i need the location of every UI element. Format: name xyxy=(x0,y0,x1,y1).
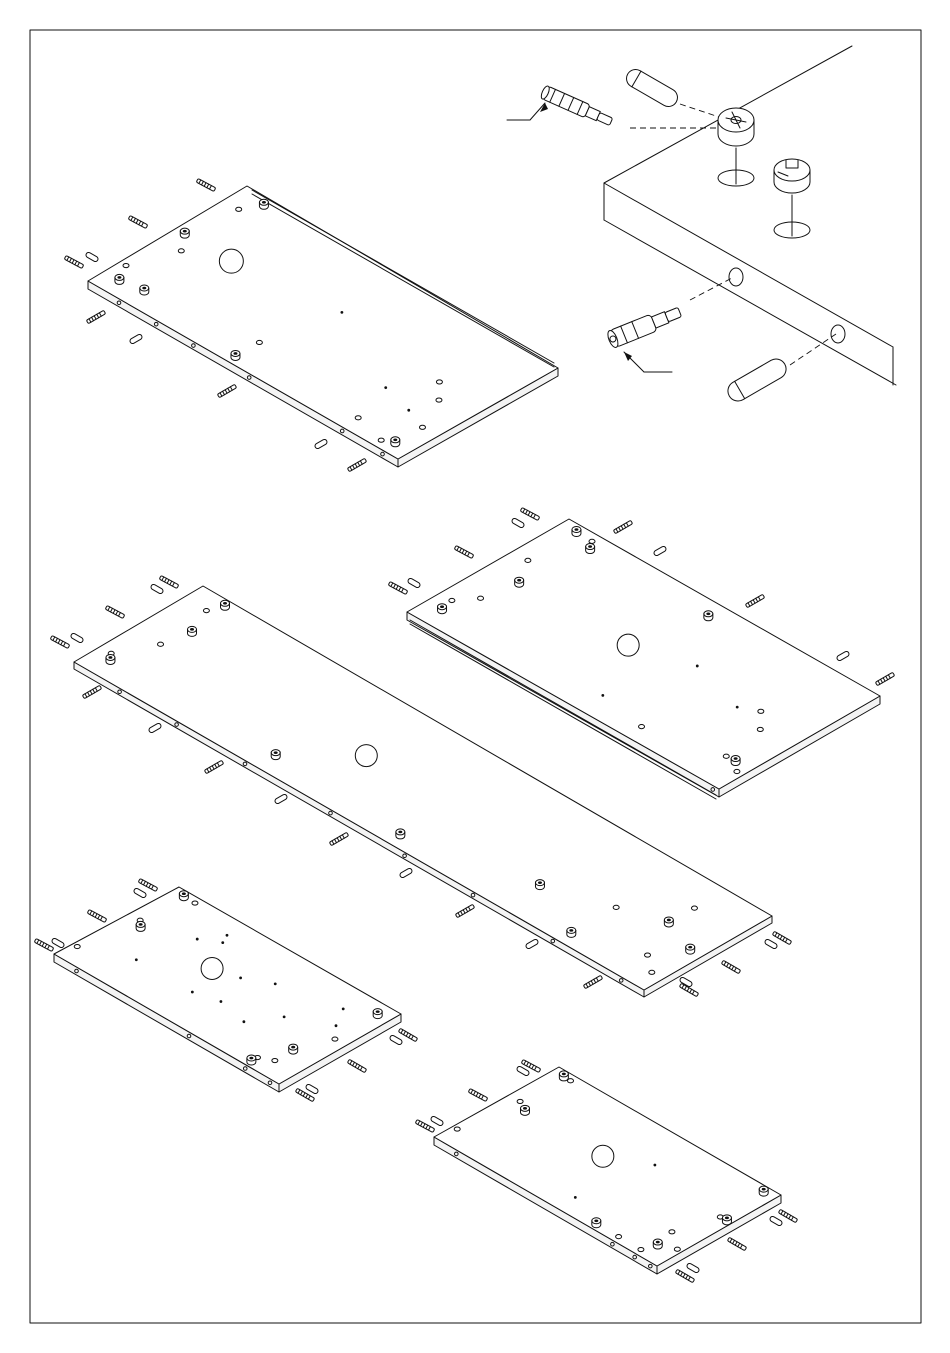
cam-bolt-icon xyxy=(583,975,602,988)
wooden-dowel-icon xyxy=(724,355,789,404)
cam-bolt-icon xyxy=(675,1269,694,1282)
wooden-dowel-icon xyxy=(511,517,525,528)
cam-bolt-icon xyxy=(138,879,158,892)
cam-bolt-icon xyxy=(455,904,474,917)
cam-bolt-icon xyxy=(82,685,101,698)
pilot-hole xyxy=(242,1020,245,1023)
cam-lock-icon xyxy=(774,159,810,193)
cam-bolt-icon xyxy=(613,520,632,533)
pilot-hole xyxy=(653,1164,656,1167)
pilot-hole xyxy=(274,982,277,985)
cam-bolt-icon xyxy=(34,939,54,952)
wooden-dowel-icon xyxy=(274,793,288,804)
cam-bolt-icon xyxy=(772,931,791,944)
cam-bolt-icon xyxy=(540,85,614,128)
wooden-dowel-icon xyxy=(70,632,84,643)
cam-bolt-icon xyxy=(159,576,179,589)
wooden-dowel-icon xyxy=(150,583,164,594)
cam-bolt-icon xyxy=(468,1089,488,1102)
cam-bolt-icon xyxy=(87,910,107,923)
cam-bolt-icon xyxy=(329,832,348,845)
pilot-hole xyxy=(191,991,194,994)
cam-bolt-icon xyxy=(86,310,105,323)
wooden-dowel-icon xyxy=(129,333,143,344)
cam-bolt-icon xyxy=(727,1237,746,1250)
edge-hole xyxy=(831,325,845,343)
pilot-hole xyxy=(283,1015,286,1018)
cam-bolt-icon xyxy=(50,636,70,649)
pilot-hole xyxy=(601,694,604,697)
pilot-hole xyxy=(226,934,229,937)
wooden-dowel-icon xyxy=(314,438,328,449)
shelf-panel-e xyxy=(415,1060,797,1283)
shelf-panel-d xyxy=(34,879,417,1102)
cam-bolt-icon xyxy=(875,672,894,685)
pilot-hole xyxy=(135,958,138,961)
cam-bolt-icon xyxy=(520,508,540,521)
wooden-dowel-icon xyxy=(653,545,667,556)
cam-bolt-icon xyxy=(745,594,764,607)
wooden-dowel-icon xyxy=(623,66,680,110)
wooden-dowel-icon xyxy=(85,251,99,262)
pilot-hole xyxy=(736,706,739,709)
cam-bolt-icon xyxy=(388,582,408,595)
wooden-dowel-icon xyxy=(133,887,147,898)
pilot-hole xyxy=(196,938,199,941)
pilot-hole xyxy=(335,1024,338,1027)
cam-bolt-icon xyxy=(347,458,366,471)
cam-lock-icon xyxy=(718,108,754,146)
cam-bolt-icon xyxy=(217,384,236,397)
wooden-dowel-icon xyxy=(148,722,162,733)
wooden-dowel-icon xyxy=(836,650,850,661)
panels-group xyxy=(34,179,894,1283)
pilot-hole xyxy=(574,1196,577,1199)
cam-bolt-icon xyxy=(454,546,474,559)
pilot-hole xyxy=(696,665,699,668)
wooden-dowel-icon xyxy=(305,1083,319,1094)
wooden-dowel-icon xyxy=(764,938,778,949)
cam-bolt-icon xyxy=(204,760,223,773)
cam-bolt-icon xyxy=(606,304,683,349)
cam-bolt-icon xyxy=(128,216,148,229)
wooden-dowel-icon xyxy=(525,938,539,949)
wooden-dowel-icon xyxy=(399,867,413,878)
pilot-hole xyxy=(221,941,224,944)
wooden-dowel-icon xyxy=(769,1215,783,1226)
shelf-panel-a xyxy=(64,179,558,472)
pilot-hole xyxy=(342,1007,345,1010)
wooden-dowel-icon xyxy=(51,937,65,948)
wooden-dowel-icon xyxy=(686,1262,700,1273)
cam-bolt-icon xyxy=(347,1059,366,1072)
pilot-hole xyxy=(407,409,410,412)
pilot-hole xyxy=(340,311,343,314)
cam-bolt-icon xyxy=(105,606,125,619)
wooden-dowel-icon xyxy=(407,577,421,588)
edge-hole xyxy=(729,268,743,286)
cam-bolt-icon xyxy=(196,179,216,192)
wooden-dowel-icon xyxy=(430,1115,444,1126)
cam-bolt-icon xyxy=(64,256,84,269)
cam-bolt-icon xyxy=(721,960,740,973)
wooden-dowel-icon xyxy=(389,1034,403,1045)
pilot-hole xyxy=(220,1000,223,1003)
pilot-hole xyxy=(384,386,387,389)
fitting-detail xyxy=(507,46,896,405)
pilot-hole xyxy=(239,977,242,980)
